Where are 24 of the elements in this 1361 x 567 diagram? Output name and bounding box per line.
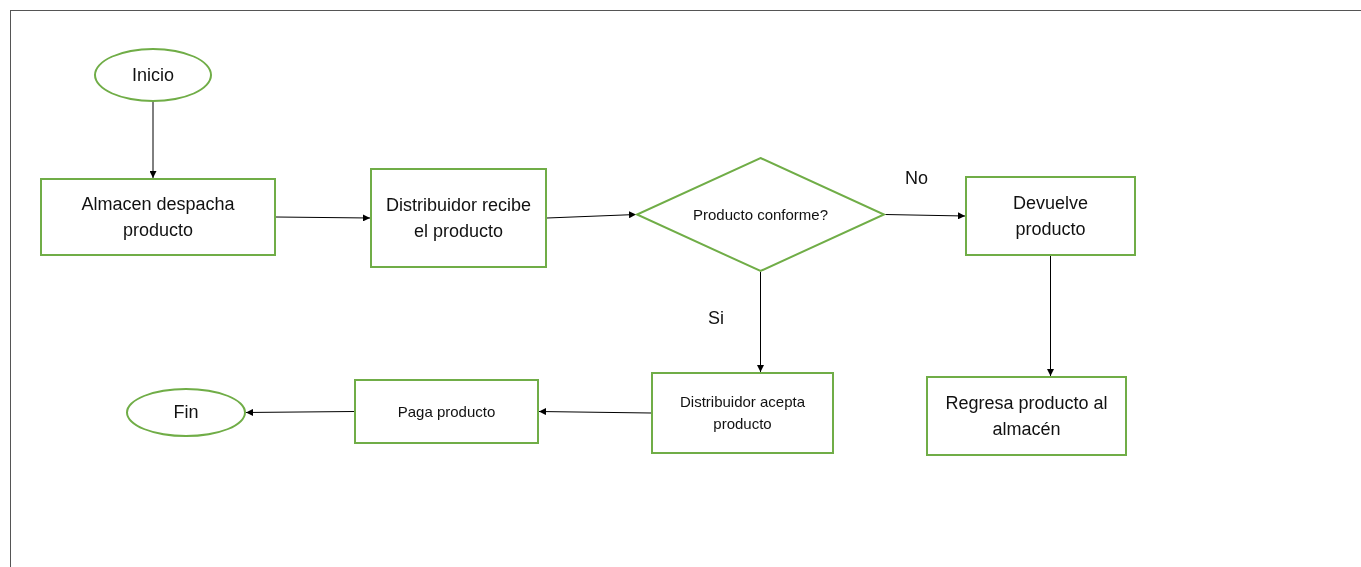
node-label: Fin xyxy=(173,401,199,425)
node-label: Distribuidor recibe el producto xyxy=(384,193,533,243)
node-label: Devuelve producto xyxy=(1011,191,1089,241)
node-label: Distribuidor acepta producto xyxy=(678,392,807,434)
node-label: Producto conforme? xyxy=(692,204,829,225)
arrow xyxy=(884,212,966,220)
node-label: Almacen despacha producto xyxy=(80,192,236,242)
node-label: Inicio xyxy=(132,63,174,87)
process-box xyxy=(354,379,539,444)
arrow xyxy=(275,214,371,222)
arrow xyxy=(245,408,355,416)
process-box xyxy=(40,178,276,256)
process-box xyxy=(965,176,1136,256)
node-label: Regresa producto al almacén xyxy=(944,391,1109,441)
arrow xyxy=(149,101,157,179)
node-label: Paga producto xyxy=(397,401,496,422)
process-box xyxy=(370,168,547,268)
arrow xyxy=(1047,255,1054,377)
process-box xyxy=(926,376,1127,456)
arrow xyxy=(757,271,764,373)
arrow xyxy=(546,211,637,219)
process-box xyxy=(651,372,834,454)
decision-diamond xyxy=(636,157,885,272)
arrow xyxy=(538,408,652,416)
